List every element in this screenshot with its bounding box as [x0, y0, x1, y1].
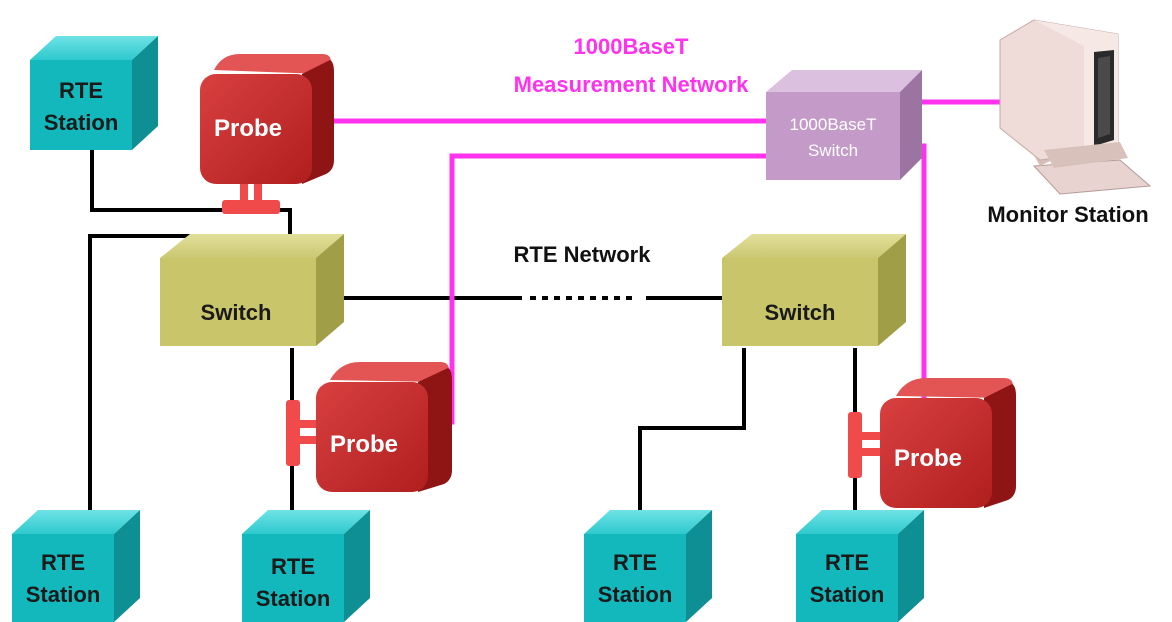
mlink-probe2-gswitch — [436, 153, 766, 425]
station-bottom-1-line1: RTE — [41, 550, 85, 575]
station-top-left-line1: RTE — [59, 78, 103, 103]
switch-right-label: Switch — [765, 300, 836, 325]
probe-top-label: Probe — [214, 115, 282, 142]
probe-middle-label: Probe — [330, 431, 398, 458]
gigabit-switch-line1: 1000BaseT — [790, 115, 877, 134]
station-bottom-4-line2: Station — [810, 582, 885, 607]
station-bottom-4-line1: RTE — [825, 550, 869, 575]
mlink-gswitch-probe3 — [906, 143, 927, 398]
tap-right — [848, 412, 880, 478]
switch-left: Switch — [160, 234, 344, 346]
station-bottom-2-line2: Station — [256, 586, 331, 611]
monitor-station-label: Monitor Station — [987, 202, 1148, 227]
measurement-network-line1: 1000BaseT — [574, 34, 690, 59]
station-bottom-3-line2: Station — [598, 582, 673, 607]
station-bottom-2-line1: RTE — [271, 554, 315, 579]
station-bottom-1-line2: Station — [26, 582, 101, 607]
gigabit-switch: 1000BaseT Switch — [766, 70, 922, 180]
station-bottom-1: RTE Station — [12, 510, 140, 622]
link-switch2-station4 — [638, 348, 746, 530]
station-bottom-4: RTE Station — [796, 510, 924, 622]
probe-right: Probe — [880, 378, 1016, 508]
tap-top — [222, 184, 280, 214]
tap-middle — [286, 400, 316, 466]
rte-network-label: RTE Network — [514, 242, 652, 267]
measurement-network-line2: Measurement Network — [514, 72, 750, 97]
station-bottom-3: RTE Station — [584, 510, 712, 622]
probe-top: Probe — [200, 54, 334, 184]
monitor-station-computer-icon — [999, 19, 1152, 195]
switch-right: Switch — [722, 234, 906, 346]
station-top-left-line2: Station — [44, 110, 119, 135]
gigabit-switch-line2: Switch — [808, 141, 858, 160]
probe-middle: Probe — [316, 362, 452, 492]
station-bottom-3-line1: RTE — [613, 550, 657, 575]
switch-left-label: Switch — [201, 300, 272, 325]
station-bottom-2: RTE Station — [242, 510, 370, 622]
station-top-left: RTE Station — [30, 36, 158, 150]
probe-right-label: Probe — [894, 445, 962, 472]
